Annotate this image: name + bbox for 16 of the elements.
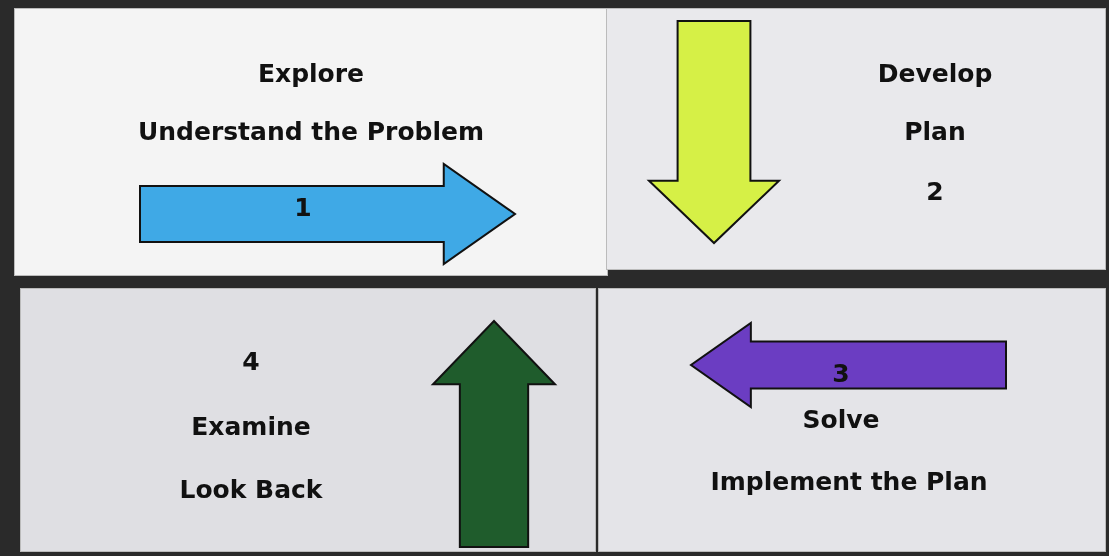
paper-card xyxy=(606,8,1106,270)
card-text: Examine xyxy=(191,411,311,441)
card-text: 4 xyxy=(242,346,260,376)
card-text: Develop xyxy=(877,58,993,88)
paper-card xyxy=(14,8,608,276)
card-text: Explore xyxy=(257,58,365,88)
card-text: Implement the Plan xyxy=(710,466,988,496)
card-text: 3 xyxy=(832,358,850,388)
card-text: Look Back xyxy=(179,474,323,504)
paper-card xyxy=(20,288,596,552)
card-text: 1 xyxy=(294,192,312,222)
card-text: Solve xyxy=(802,404,880,434)
paper-card xyxy=(598,288,1106,552)
card-text: Plan xyxy=(904,116,966,146)
card-text: 2 xyxy=(926,176,944,206)
card-text: Understand the Problem xyxy=(137,116,485,146)
